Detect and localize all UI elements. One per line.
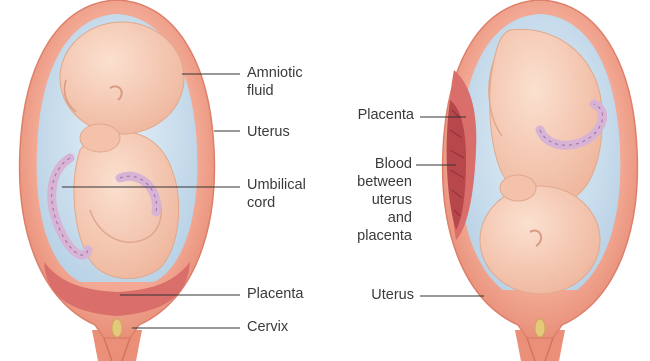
label-amniotic-fluid: Amniotic fluid xyxy=(247,64,303,100)
right-uterus xyxy=(443,0,638,361)
label-uterus-left: Uterus xyxy=(247,123,290,141)
label-uterus-right: Uterus xyxy=(330,286,414,304)
label-placenta-left: Placenta xyxy=(247,285,303,303)
left-fetus-body xyxy=(74,132,179,279)
left-cervix-plug xyxy=(112,319,122,337)
left-fetus-head xyxy=(60,22,184,134)
label-umbilical-cord: Umbilical cord xyxy=(247,176,306,212)
label-cervix: Cervix xyxy=(247,318,288,336)
left-uterus xyxy=(20,0,215,361)
label-blood-between: Blood between uterus and placenta xyxy=(330,155,412,245)
label-placenta-right: Placenta xyxy=(330,106,414,124)
right-cervix-plug xyxy=(535,319,545,337)
